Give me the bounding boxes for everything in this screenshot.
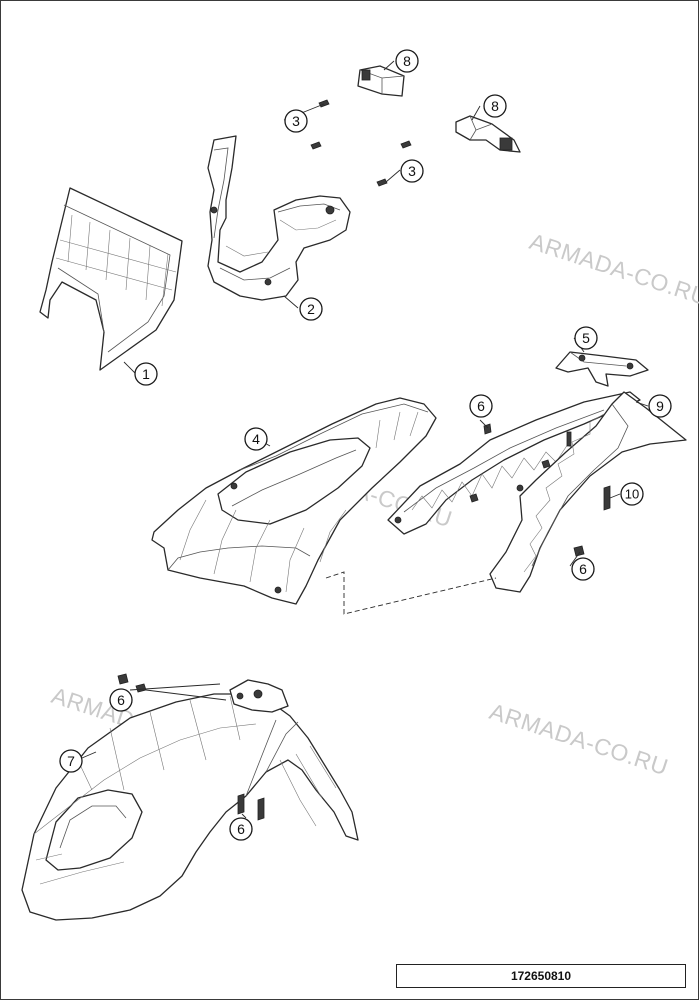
callout-8b: 8: [483, 94, 507, 118]
headlight-bracket-part: [207, 135, 351, 301]
assembly-dashed-line: [325, 571, 497, 615]
callout-5: 5: [574, 326, 598, 350]
clamp-8b-part: [455, 115, 521, 153]
callout-1: 1: [134, 362, 158, 386]
callout-6b: 6: [571, 557, 595, 581]
screw-3d: [376, 178, 388, 187]
svg-text:6: 6: [237, 821, 245, 837]
rear-fender-part: [151, 397, 437, 605]
small-fasteners: [469, 431, 572, 503]
bolt-6-lower: [573, 545, 585, 557]
svg-text:10: 10: [625, 487, 639, 502]
svg-text:4: 4: [252, 431, 260, 447]
bolt-6-front-bottom: [237, 793, 265, 821]
svg-text:9: 9: [656, 398, 664, 414]
svg-text:1: 1: [142, 366, 150, 382]
screw-3c: [400, 140, 412, 149]
svg-text:3: 3: [292, 113, 300, 129]
drawing-number-box: 172650810: [396, 964, 686, 988]
callout-3a: 3: [284, 109, 308, 133]
side-panel-right-part: [489, 391, 687, 593]
callout-2: 2: [299, 297, 323, 321]
svg-text:3: 3: [408, 163, 416, 179]
callout-4: 4: [244, 427, 268, 451]
callout-6d: 6: [229, 817, 253, 841]
svg-text:5: 5: [582, 330, 590, 346]
screw-3b: [310, 141, 322, 150]
svg-text:6: 6: [477, 398, 485, 414]
watermark-top-right: ARMADA-CO.RU: [526, 228, 699, 310]
bolt-6-upper: [483, 423, 492, 435]
front-fender-part: [21, 679, 359, 921]
svg-text:2: 2: [307, 301, 315, 317]
svg-text:6: 6: [579, 561, 587, 577]
callout-10: 10: [620, 482, 644, 506]
svg-text:8: 8: [403, 53, 411, 69]
callout-6c: 6: [109, 688, 133, 712]
callout-3b: 3: [400, 159, 424, 183]
clamp-8a-part: [357, 65, 405, 97]
svg-text:8: 8: [491, 98, 499, 114]
svg-text:6: 6: [117, 692, 125, 708]
screw-3a: [318, 99, 330, 108]
callout-8a: 8: [395, 49, 419, 73]
callout-9: 9: [648, 394, 672, 418]
callout-6a: 6: [469, 394, 493, 418]
headlight-mask-part: [39, 187, 183, 371]
tank-bracket-part: [555, 351, 649, 387]
screw-10-part: [603, 485, 611, 511]
svg-text:7: 7: [67, 753, 75, 769]
callout-7: 7: [59, 749, 83, 773]
watermark-bottom-right: ARMADA-CO.RU: [486, 698, 671, 780]
